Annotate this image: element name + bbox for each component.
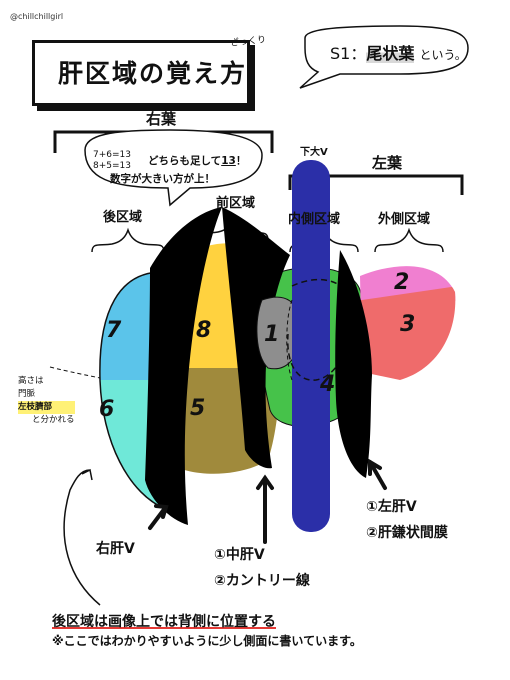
note-line1-num: 13 [221,155,236,167]
anterior-label: 前区域 [216,196,256,211]
sum1: 7+6=13 [93,150,131,160]
number-note-line1: どちらも足して13！ [148,153,246,168]
s1-suffix: という。 [419,48,467,62]
height-note: 高さは 門脈 左枝臍部 と分かれる [18,375,75,427]
segment-8-label: 8 [196,318,212,343]
caption-posterior-text: 後区域は画像上では背側に位置する [52,614,276,630]
right-hepatic-vein-plane [145,207,222,525]
number-note-bubble [84,129,263,207]
lateral-brace [374,227,444,253]
height-note-1: 高さは [18,376,44,386]
posterior-label: 後区域 [103,210,143,225]
left-lobe-label: 左葉 [372,154,403,172]
height-note-2: 門脈 [18,389,36,399]
caudate-dashed-outline [287,278,353,381]
right-hepatic-vein-label: 右肝V [96,541,135,557]
note-line1-end: ！ [235,155,247,167]
author-handle: @chillchillgirl [10,12,64,21]
note-line1-text: どちらも足して [148,155,222,167]
height-note-4: と分かれる [32,415,75,425]
segment-7-label: 7 [106,318,122,343]
segment-5-label: 5 [190,396,206,421]
title-box [32,40,250,106]
segment-3-label: 3 [400,312,416,337]
segment-4-label: 4 [320,372,336,397]
segment-1-caudate [256,296,301,370]
left-hepatic-vein-plane [335,250,372,478]
middle-hepatic-vein-plane [222,207,290,469]
number-note-sums: 7+6=13 8+5=13 [93,150,131,172]
left-lobe-bracket [288,174,464,195]
ivc-label: 下大V [300,147,328,158]
posterior-brace [91,227,165,253]
height-note-3: 左枝臍部 [18,401,75,414]
middle-note-1: ①中肝V [214,547,265,563]
caption-posterior: 後区域は画像上では背側に位置する [52,611,276,631]
number-note-line2: 数字が大きい方が上！ [110,173,215,185]
left-note-1: ①左肝V [366,499,417,515]
segment-2-label: 2 [394,270,410,295]
s1-note: S1：尾状葉 という。 [330,40,467,64]
ivc [292,160,330,532]
medial-label: 内側区域 [288,212,341,227]
segment-6-label: 6 [99,397,115,422]
right-lobe-label: 右葉 [146,110,177,128]
caption-note: ※ここではわかりやすいように少し側面に書いています。 [52,634,362,648]
posterior-arrow [63,468,101,606]
s1-value: 尾状葉 [366,44,415,63]
arrows [148,458,387,544]
segment-1-label: 1 [264,322,280,347]
lateral-label: 外側区域 [378,212,431,227]
page-title: 肝区域の覚え方 [58,59,248,88]
middle-note-2: ②カントリー線 [214,573,310,589]
s1-label: S1： [330,44,367,63]
sum2: 8+5=13 [93,161,131,171]
left-note-2: ②肝鎌状間膜 [366,525,448,541]
